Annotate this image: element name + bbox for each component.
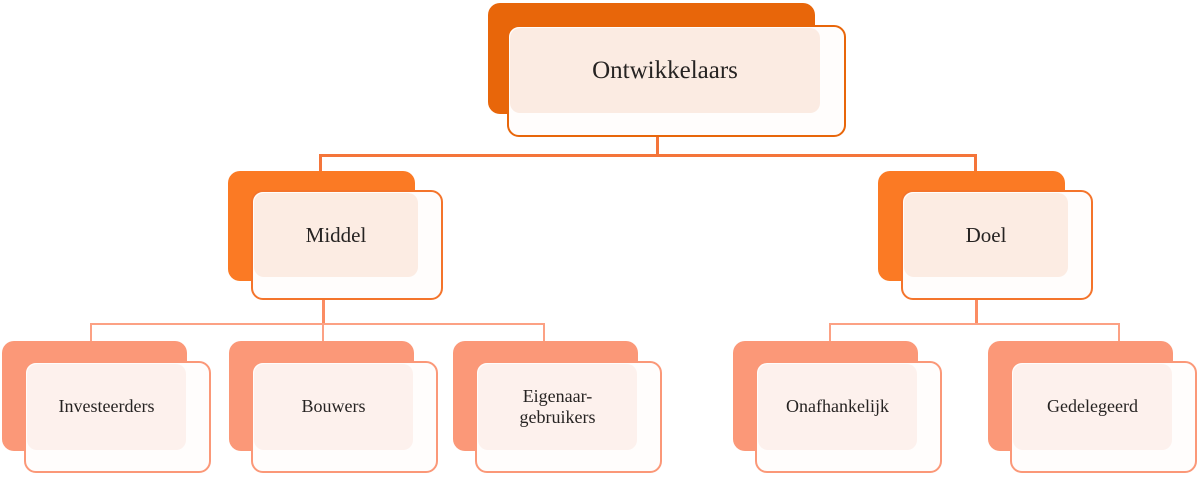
node-gedelegeerd[interactable]: Gedelegeerd xyxy=(988,341,1200,482)
node-panel: Middel xyxy=(254,193,418,277)
node-panel: Bouwers xyxy=(254,364,413,450)
node-label: Onafhankelijk xyxy=(786,396,889,417)
node-label: Bouwers xyxy=(301,396,366,417)
node-label: Doel xyxy=(965,222,1007,247)
connector-drop-bouwers xyxy=(322,323,324,344)
connector-middel-stem xyxy=(322,300,325,324)
connector-drop-middel xyxy=(319,154,322,178)
connector-drop-investeerders xyxy=(90,323,92,344)
node-label: Ontwikkelaars xyxy=(592,56,738,84)
node-label: Gedelegeerd xyxy=(1047,396,1138,417)
node-ontwikkelaars[interactable]: Ontwikkelaars xyxy=(488,3,848,138)
connector-doel-stem xyxy=(975,300,978,324)
node-doel[interactable]: Doel xyxy=(878,171,1094,301)
node-label: Eigenaar- gebruikers xyxy=(519,385,596,427)
connector-root-stem xyxy=(656,133,659,156)
node-onafhankelijk[interactable]: Onafhankelijk xyxy=(733,341,945,482)
node-label: Middel xyxy=(305,222,367,247)
node-bouwers[interactable]: Bouwers xyxy=(229,341,441,482)
node-panel: Investeerders xyxy=(27,364,186,450)
connector-drop-onafhankelijk xyxy=(829,323,831,344)
connector-drop-eigenaar-gebruikers xyxy=(543,323,545,344)
node-panel: Gedelegeerd xyxy=(1013,364,1172,450)
connector-drop-gedelegeerd xyxy=(1118,323,1120,344)
node-middel[interactable]: Middel xyxy=(228,171,444,301)
node-panel: Ontwikkelaars xyxy=(510,28,820,113)
node-panel: Eigenaar- gebruikers xyxy=(478,364,637,450)
node-panel: Onafhankelijk xyxy=(758,364,917,450)
node-label: Investeerders xyxy=(58,396,155,417)
connector-level2-bus xyxy=(319,154,977,157)
node-panel: Doel xyxy=(904,193,1068,277)
node-investeerders[interactable]: Investeerders xyxy=(2,341,214,482)
connector-doel-bus xyxy=(829,323,1120,325)
connector-drop-doel xyxy=(974,154,977,178)
connector-middel-bus xyxy=(90,323,545,325)
node-eigenaar-gebruikers[interactable]: Eigenaar- gebruikers xyxy=(453,341,665,482)
